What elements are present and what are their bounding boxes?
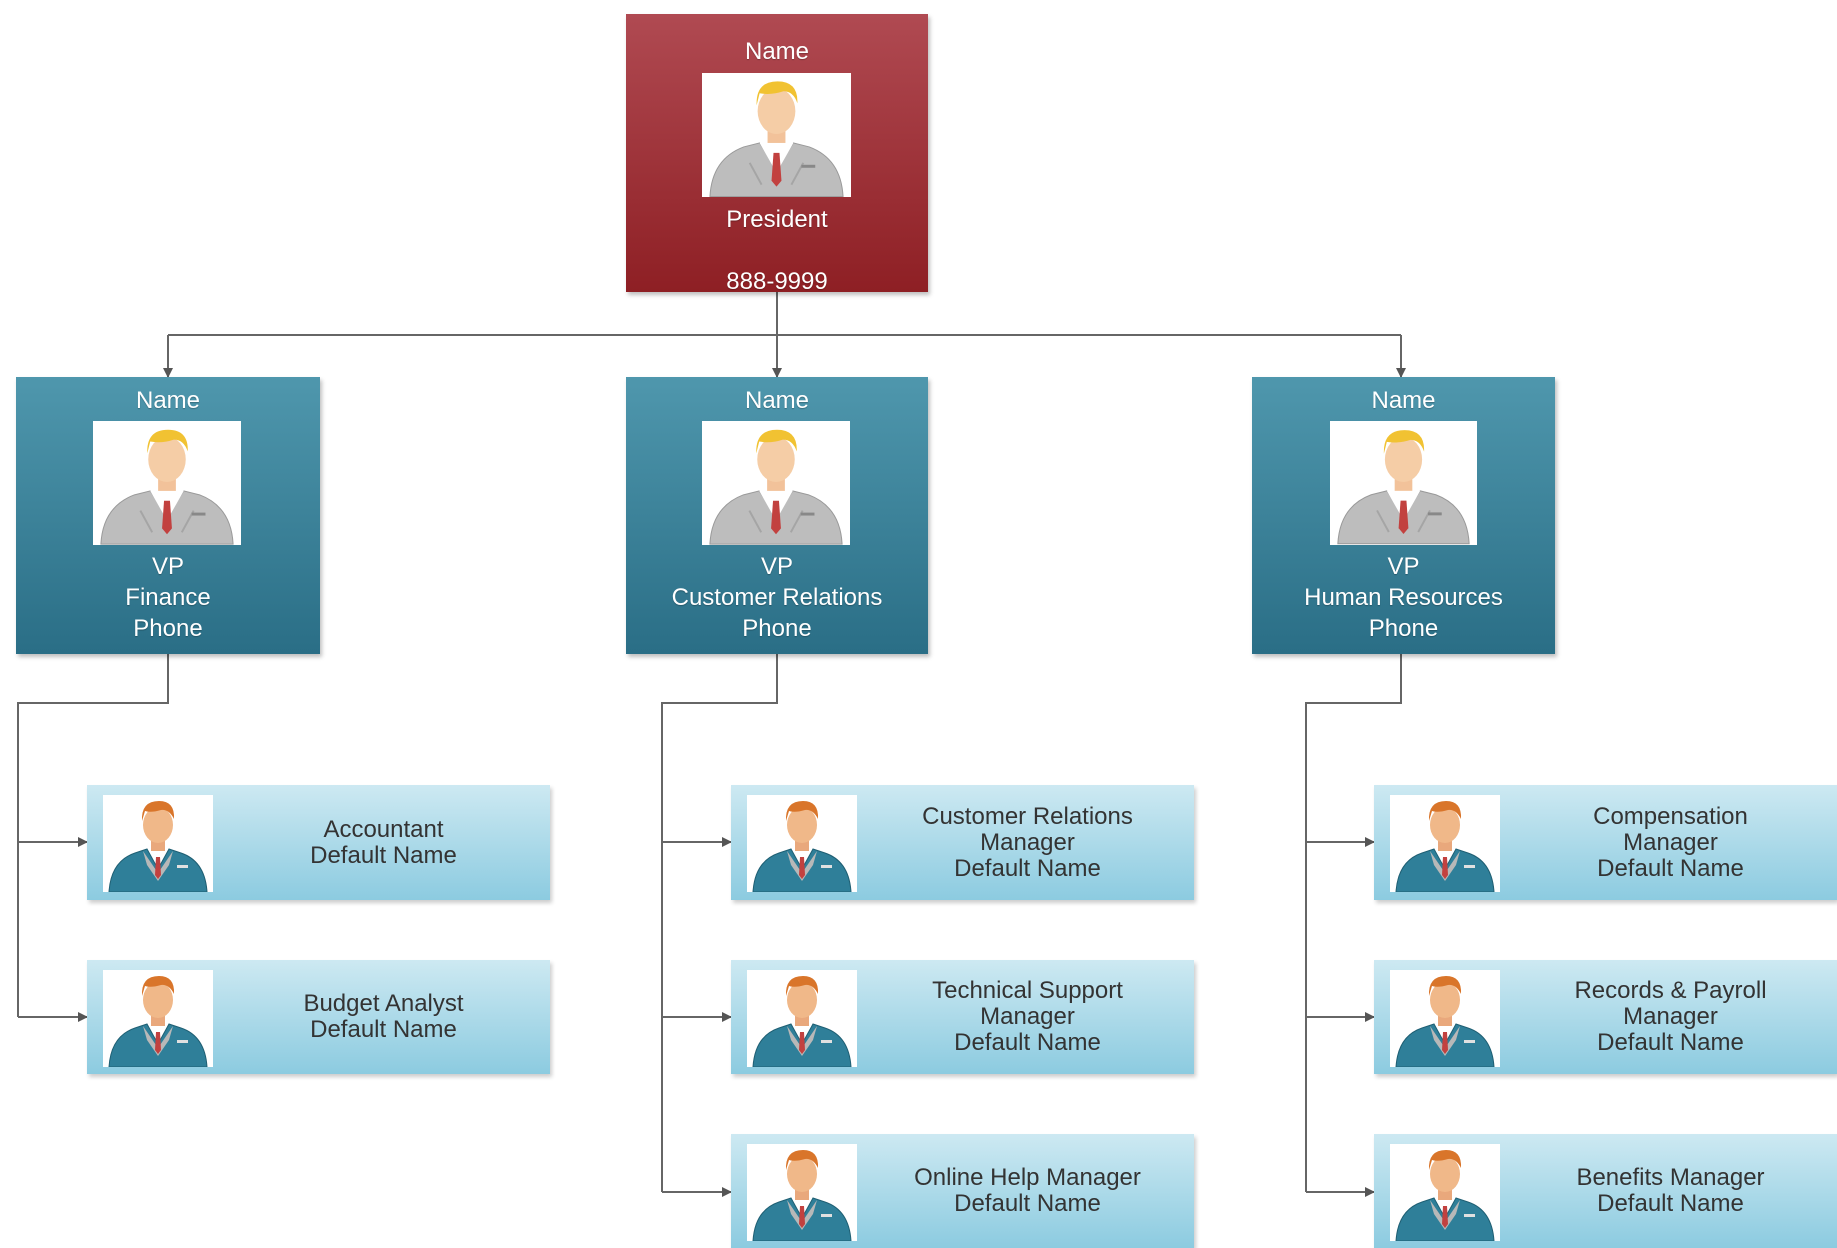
vp-name: Name bbox=[744, 387, 810, 414]
staff-line: Manager bbox=[980, 1003, 1075, 1030]
staff-avatar-icon bbox=[747, 1144, 857, 1241]
staff-line: Customer Relations bbox=[922, 802, 1133, 830]
connector-human-resources-trunk bbox=[1305, 654, 1402, 1192]
staff-node-online-help-manager[interactable]: Online Help Manager Default Name bbox=[731, 1134, 1194, 1248]
vp-phone: Phone bbox=[742, 615, 812, 642]
president-title: President bbox=[726, 206, 828, 233]
vp-title: VP bbox=[760, 553, 793, 580]
vp-finance-node[interactable]: Name VP Finance Phone bbox=[16, 377, 320, 654]
executive-avatar-icon bbox=[93, 421, 241, 545]
staff-line: Manager bbox=[1623, 828, 1718, 856]
staff-line: Manager bbox=[1623, 1003, 1718, 1030]
staff-line: Default Name bbox=[954, 854, 1101, 882]
staff-line: Compensation bbox=[1593, 802, 1748, 830]
vp-human-resources-node[interactable]: Name VP Human Resources Phone bbox=[1252, 377, 1555, 654]
staff-line: Manager bbox=[980, 828, 1075, 856]
staff-node-accountant[interactable]: Accountant Default Name bbox=[87, 785, 550, 900]
staff-line: Default Name bbox=[954, 1029, 1101, 1056]
vp-name: Name bbox=[135, 387, 201, 414]
staff-line: Default Name bbox=[1597, 854, 1744, 882]
staff-line: Budget Analyst bbox=[303, 990, 464, 1017]
staff-node-records-payroll-manager[interactable]: Records & Payroll Manager Default Name bbox=[1374, 960, 1837, 1074]
staff-line: Default Name bbox=[1597, 1190, 1744, 1217]
staff-line: Online Help Manager bbox=[914, 1164, 1141, 1191]
vp-department: Finance bbox=[125, 584, 211, 611]
staff-avatar-icon bbox=[1390, 1144, 1500, 1241]
staff-line: Default Name bbox=[1597, 1029, 1744, 1056]
president-phone: 888-9999 bbox=[726, 268, 828, 295]
vp-department: Customer Relations bbox=[671, 584, 883, 611]
staff-node-compensation-manager[interactable]: Compensation Manager Default Name bbox=[1374, 785, 1837, 900]
staff-line: Default Name bbox=[310, 1016, 457, 1043]
staff-avatar-icon bbox=[103, 970, 213, 1067]
vp-title: VP bbox=[1387, 553, 1420, 580]
staff-avatar-icon bbox=[747, 970, 857, 1067]
connector-finance-trunk bbox=[17, 654, 169, 1017]
staff-node-customer-relations-manager[interactable]: Customer Relations Manager Default Name bbox=[731, 785, 1194, 900]
president-node[interactable]: Name President 888-9999 bbox=[626, 14, 928, 295]
staff-node-budget-analyst[interactable]: Budget Analyst Default Name bbox=[87, 960, 550, 1074]
vp-title: VP bbox=[151, 553, 184, 580]
staff-line: Benefits Manager bbox=[1576, 1164, 1765, 1191]
staff-node-technical-support-manager[interactable]: Technical Support Manager Default Name bbox=[731, 960, 1194, 1074]
executive-avatar-icon bbox=[1330, 421, 1477, 545]
vp-customer-relations-node[interactable]: Name VP Customer Relations Phone bbox=[626, 377, 928, 654]
executive-avatar-icon bbox=[702, 73, 851, 197]
staff-avatar-icon bbox=[1390, 970, 1500, 1067]
staff-avatar-icon bbox=[1390, 795, 1500, 892]
staff-line: Accountant bbox=[323, 815, 444, 843]
vp-department: Human Resources bbox=[1304, 584, 1503, 611]
vp-phone: Phone bbox=[1368, 615, 1439, 642]
vp-phone: Phone bbox=[133, 615, 203, 642]
staff-line: Default Name bbox=[310, 841, 457, 869]
president-name: Name bbox=[744, 38, 810, 65]
staff-avatar-icon bbox=[747, 795, 857, 892]
staff-avatar-icon bbox=[103, 795, 213, 892]
vp-name: Name bbox=[1371, 387, 1436, 414]
staff-node-benefits-manager[interactable]: Benefits Manager Default Name bbox=[1374, 1134, 1837, 1248]
staff-line: Records & Payroll bbox=[1574, 977, 1767, 1004]
executive-avatar-icon bbox=[702, 421, 850, 545]
staff-line: Technical Support bbox=[932, 977, 1123, 1004]
connector-customer-relations-trunk bbox=[661, 654, 778, 1192]
staff-line: Default Name bbox=[954, 1190, 1101, 1217]
